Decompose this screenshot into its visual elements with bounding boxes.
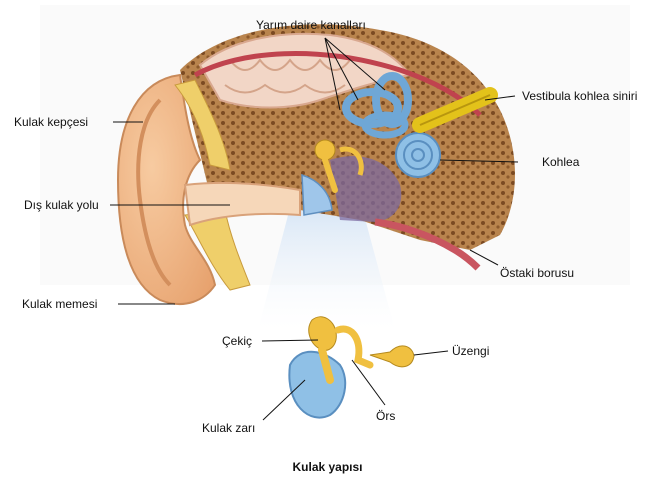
label-vestibulocochlear-nerve: Vestibula kohlea siniri [522, 89, 638, 103]
label-earlobe: Kulak memesi [22, 297, 98, 311]
semicircular-canals-shape [342, 72, 412, 139]
eardrum-inset [288, 350, 347, 419]
ossicles-inset [288, 316, 415, 419]
label-ear-canal: Dış kulak yolu [24, 198, 99, 212]
diagram-caption: Kulak yapısı [292, 460, 363, 474]
eardrum-shape [301, 173, 333, 216]
label-stapes: Üzengi [452, 344, 490, 358]
leader-lines [110, 37, 519, 421]
label-cochlea: Kohlea [542, 155, 580, 169]
label-incus: Örs [376, 409, 396, 423]
cochlea-shape [395, 132, 441, 178]
zoom-beam [258, 200, 395, 330]
label-semicircular-canals: Yarım daire kanalları [256, 18, 366, 32]
eustachian-tube-shape [374, 218, 481, 271]
label-eardrum: Kulak zarı [202, 421, 256, 435]
label-eustachian-tube: Östaki borusu [500, 266, 575, 280]
stapes-inset [369, 345, 415, 368]
incus-inset [334, 325, 374, 369]
malleus-inset [308, 316, 337, 351]
label-pinna: Kulak kepçesi [14, 115, 89, 129]
label-malleus: Çekiç [222, 334, 253, 348]
ear-canal-shape [183, 181, 301, 227]
